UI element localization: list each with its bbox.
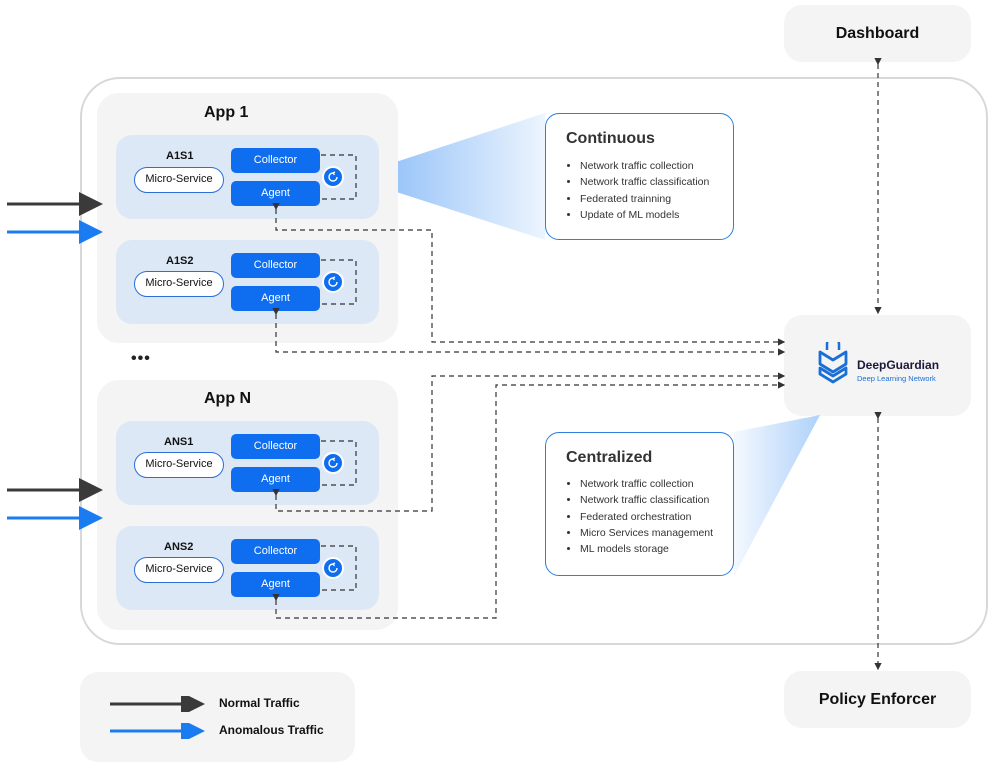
loop-ans2 [321, 545, 357, 591]
legend-box: Normal Traffic Anomalous Traffic [80, 672, 355, 762]
normal-traffic-label: Normal Traffic [219, 696, 300, 710]
agent-button[interactable]: Agent [231, 181, 320, 206]
more-apps-ellipsis: ••• [131, 350, 151, 367]
normal-traffic-legend-icon [110, 696, 205, 712]
policy-enforcer-box[interactable]: Policy Enforcer [784, 671, 971, 728]
sync-icon [322, 452, 344, 474]
deepguardian-name: DeepGuardian [857, 358, 940, 372]
loop-ans1 [321, 440, 357, 486]
list-item: Network traffic classification [580, 174, 709, 190]
list-item: Federated trainning [580, 191, 709, 207]
sync-icon [322, 166, 344, 188]
app-n-title: App N [204, 390, 252, 407]
service-id: ANS1 [164, 436, 194, 448]
micro-service-pill[interactable]: Micro-Service [134, 557, 224, 583]
deepguardian-logo-icon [818, 342, 848, 384]
collector-button[interactable]: Collector [231, 148, 320, 173]
deepguardian-box[interactable]: DeepGuardian Deep Learning Network [784, 315, 971, 416]
sync-icon [322, 271, 344, 293]
dashboard-box[interactable]: Dashboard [784, 5, 971, 62]
micro-service-pill[interactable]: Micro-Service [134, 271, 224, 297]
micro-service-pill[interactable]: Micro-Service [134, 167, 224, 193]
loop-a1s2 [321, 259, 357, 305]
anomalous-traffic-legend-icon [110, 723, 205, 739]
ans1-agent-link [272, 372, 786, 512]
a1s1-agent-link [272, 203, 786, 346]
micro-service-pill[interactable]: Micro-Service [134, 452, 224, 478]
list-item: Network traffic collection [580, 158, 709, 174]
ans2-agent-link [272, 381, 786, 619]
loop-a1s1 [321, 154, 357, 200]
service-id: A1S1 [166, 150, 194, 162]
service-id: ANS2 [164, 541, 194, 553]
deepguardian-tagline: Deep Learning Network [857, 374, 936, 383]
anomalous-traffic-label: Anomalous Traffic [219, 723, 324, 737]
service-id: A1S2 [166, 255, 194, 267]
continuous-title: Continuous [566, 130, 655, 147]
a1s2-agent-link [272, 308, 786, 356]
app-1-title: App 1 [204, 104, 249, 121]
sync-icon [322, 557, 344, 579]
